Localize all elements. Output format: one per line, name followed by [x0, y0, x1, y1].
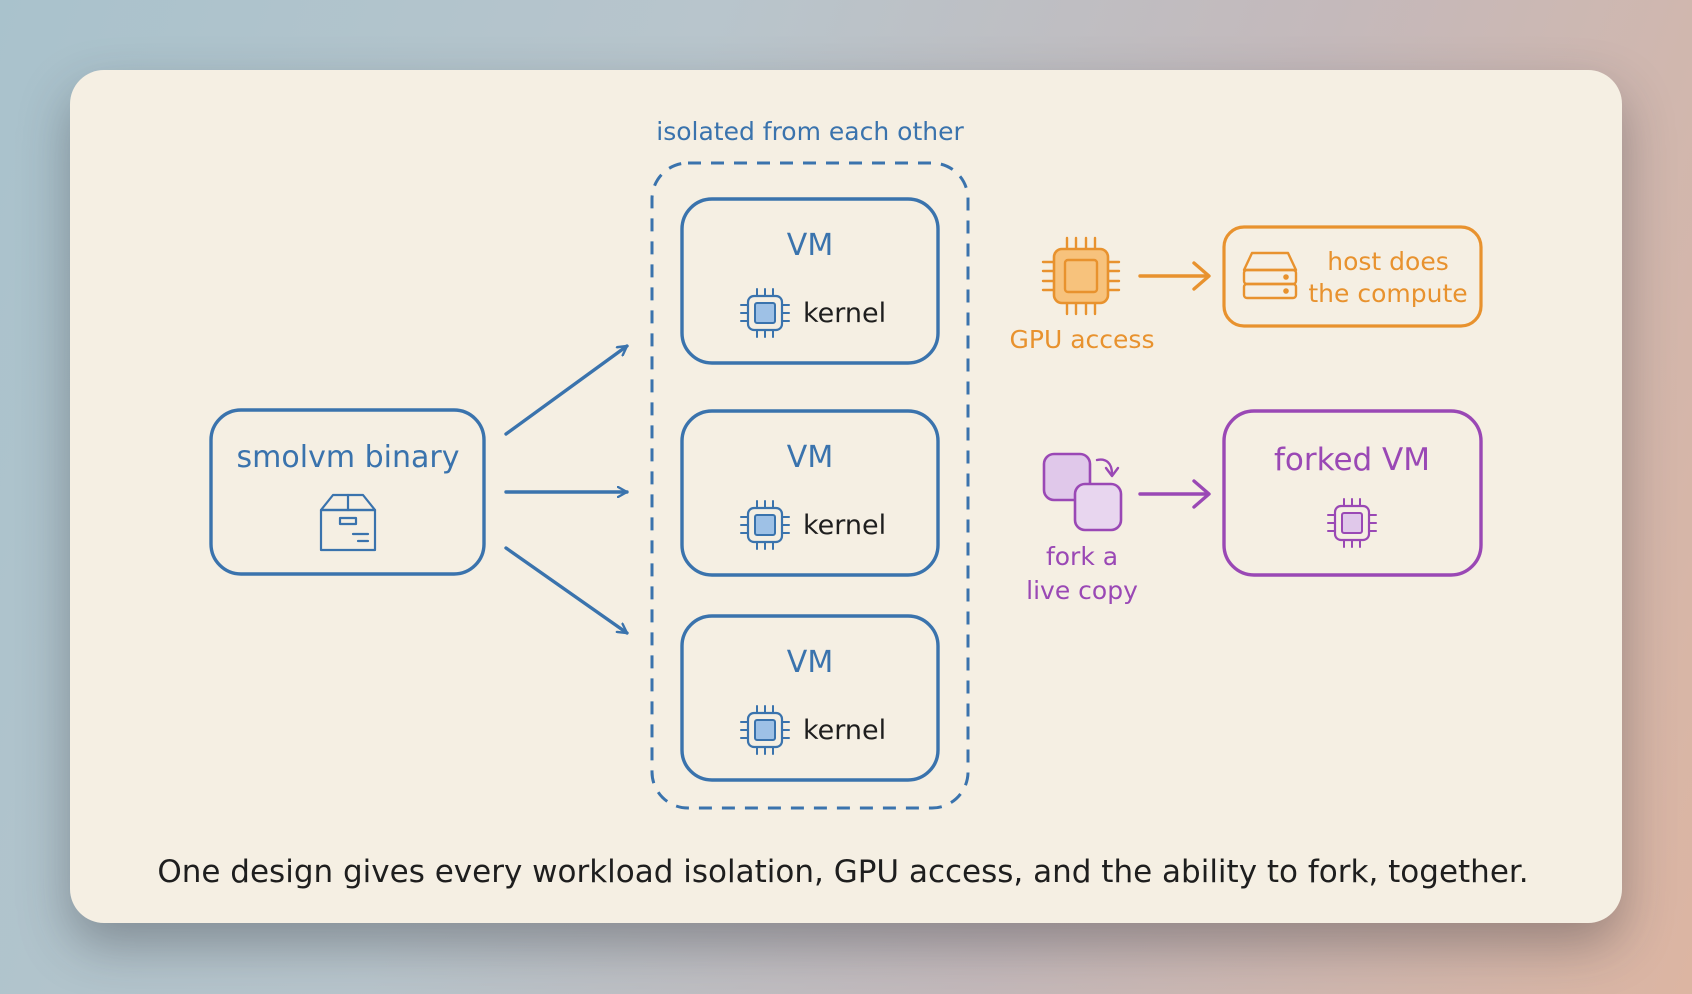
gpu-access-label: GPU access — [1010, 325, 1155, 354]
host-compute-node: host does the compute — [1222, 225, 1483, 328]
smolvm-binary-label: smolvm binary — [237, 440, 460, 475]
forked-vm-label: forked VM — [1274, 442, 1430, 478]
chip-icon — [740, 705, 790, 755]
chip-icon — [740, 500, 790, 550]
diagram-caption: One design gives every workload isolatio… — [157, 854, 1528, 890]
gpu-access-node: GPU access — [1010, 236, 1155, 354]
copy-icon — [1042, 452, 1123, 532]
arrow-to-vm-3 — [504, 546, 629, 635]
fanout-arrows — [504, 344, 629, 635]
host-compute-label-line-2: the compute — [1308, 279, 1467, 308]
vm-node-1: VM kernel — [680, 197, 940, 365]
vm-title: VM — [787, 228, 833, 263]
host-compute-label-line-1: host does — [1327, 247, 1448, 276]
fork-node: fork a live copy — [1026, 452, 1138, 605]
fork-label-line-1: fork a — [1046, 542, 1118, 571]
isolation-group-container — [650, 161, 970, 810]
vm-kernel-label: kernel — [803, 510, 886, 541]
vm-node-3: VM kernel — [680, 614, 940, 782]
chip-icon — [1327, 498, 1377, 548]
forked-vm-node: forked VM — [1222, 409, 1483, 577]
vm-node-2: VM kernel — [680, 409, 940, 577]
arrow-to-vm-1 — [504, 344, 629, 436]
vm-kernel-label: kernel — [803, 715, 886, 746]
vm-title: VM — [787, 645, 833, 680]
fork-label-line-2: live copy — [1026, 576, 1138, 605]
package-box-icon — [319, 493, 377, 552]
gpu-arrow — [1138, 261, 1211, 291]
server-stack-icon — [1242, 251, 1298, 300]
isolation-group-label: isolated from each other — [656, 117, 964, 146]
vm-title: VM — [787, 440, 833, 475]
smolvm-binary-node: smolvm binary — [209, 408, 486, 576]
vm-kernel-label: kernel — [803, 298, 886, 329]
fork-arrow — [1138, 479, 1211, 509]
gpu-chip-icon — [1041, 236, 1121, 316]
chip-icon — [740, 288, 790, 338]
